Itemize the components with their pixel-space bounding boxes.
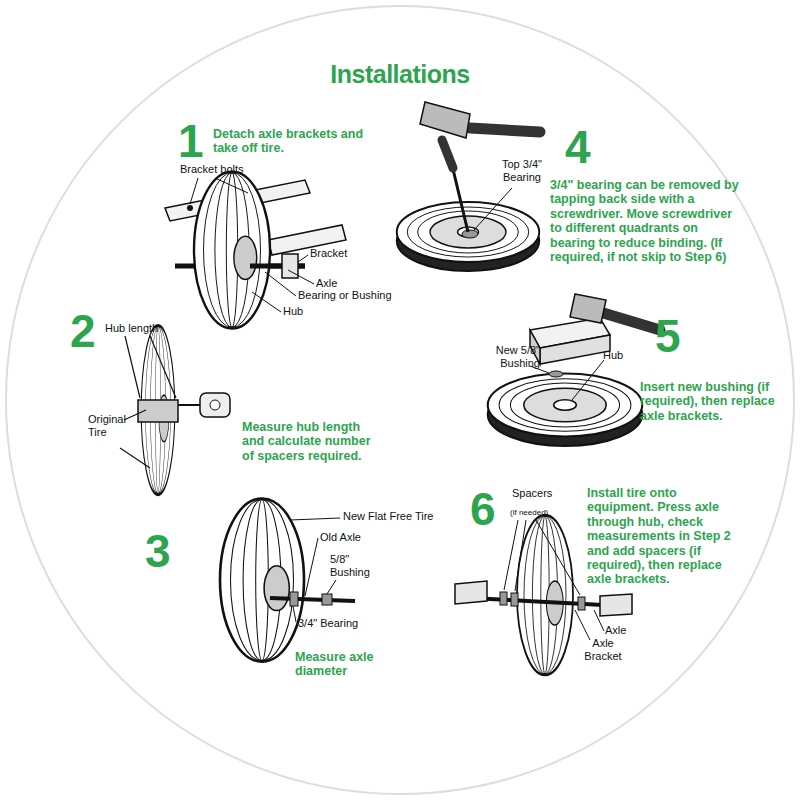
measuring-tape — [178, 404, 202, 406]
leader-line — [215, 178, 248, 193]
leader-line — [190, 178, 198, 204]
tire — [488, 374, 643, 446]
step-number: 3 — [145, 528, 171, 574]
frame-circle — [6, 6, 794, 794]
part-label: Bracket — [310, 247, 347, 260]
leader-line — [575, 610, 590, 640]
leader-line — [298, 255, 308, 262]
part-label: 3/4" Bearing — [298, 617, 358, 630]
spacer — [511, 593, 518, 606]
leader-line — [327, 580, 336, 594]
bearing — [462, 230, 478, 238]
tire — [220, 498, 304, 661]
spacer — [500, 592, 507, 605]
step-number: 5 — [655, 313, 681, 359]
tire — [397, 202, 540, 271]
part-label: New Flat Free Tire — [343, 510, 463, 523]
note-label: (if needed) — [510, 509, 548, 518]
leader-line — [504, 520, 518, 590]
screwdriver — [452, 165, 468, 232]
part-label: Hub length — [105, 322, 158, 335]
leader-line — [265, 272, 296, 296]
step-number: 6 — [470, 486, 496, 532]
instruction-text: Insert new bushing (if required), then r… — [640, 380, 788, 423]
instruction-text: 3/4" bearing can be removed by tapping b… — [550, 178, 742, 264]
part-label: Axle — [605, 624, 626, 637]
leader-line — [288, 270, 314, 284]
leader-line — [120, 448, 150, 468]
leader-line — [515, 520, 526, 591]
page-title: Installations — [0, 60, 800, 89]
axle-bracket — [600, 594, 632, 616]
leader-line — [594, 610, 604, 631]
step-number: 2 — [70, 308, 96, 354]
part-label: Hub — [283, 305, 303, 318]
tire — [517, 515, 573, 675]
instruction-text: Measure hub length and calculate number … — [242, 420, 382, 463]
leader-line — [293, 606, 296, 622]
hammer-head — [420, 102, 470, 138]
leader-line — [572, 360, 604, 400]
part-label: Spacers — [512, 487, 552, 500]
leader-line — [150, 336, 176, 398]
screwdriver-handle — [442, 140, 453, 168]
tape-measure — [210, 400, 220, 410]
bushing — [549, 371, 563, 377]
tape-measure — [200, 393, 230, 417]
instruction-text: Install tire onto equipment. Press axle … — [587, 486, 745, 587]
part-label: Axle — [316, 277, 337, 290]
hammer-handle — [600, 312, 660, 330]
bushing — [322, 594, 332, 605]
bracket-bolt — [187, 205, 193, 211]
part-label: 5/8" Bushing — [330, 553, 390, 578]
hammer-head — [570, 294, 606, 323]
bearing — [290, 592, 298, 606]
leader-line — [125, 336, 140, 398]
part-label: New 5/8" Bushing — [470, 344, 540, 369]
axle — [270, 598, 355, 601]
part-label: Bracket bolts — [180, 163, 270, 176]
part-label: Hub — [603, 349, 623, 362]
leader-line — [252, 292, 281, 312]
leader-line — [474, 188, 512, 230]
part-label: Top 3/4" Bearing — [492, 158, 552, 183]
part-label: Bearing or Bushing — [298, 289, 418, 302]
part-label: Old Axle — [320, 531, 361, 544]
step-number: 1 — [178, 118, 204, 164]
instruction-text: Measure axle diameter — [295, 650, 415, 679]
leader-line — [305, 538, 318, 596]
part-label: Axle Bracket — [578, 637, 628, 662]
step-number: 4 — [565, 124, 591, 170]
axle-bracket — [455, 581, 487, 604]
wood-block — [540, 335, 610, 364]
leader-line — [290, 518, 340, 520]
spacer — [578, 597, 585, 610]
hammer-handle — [470, 128, 540, 132]
axle — [470, 598, 622, 606]
part-label: Original Tire — [88, 413, 128, 438]
leader-line — [536, 520, 580, 595]
instruction-text: Detach axle brackets and take off tire. — [213, 127, 388, 156]
tire — [194, 172, 270, 329]
leader-line — [124, 410, 146, 420]
